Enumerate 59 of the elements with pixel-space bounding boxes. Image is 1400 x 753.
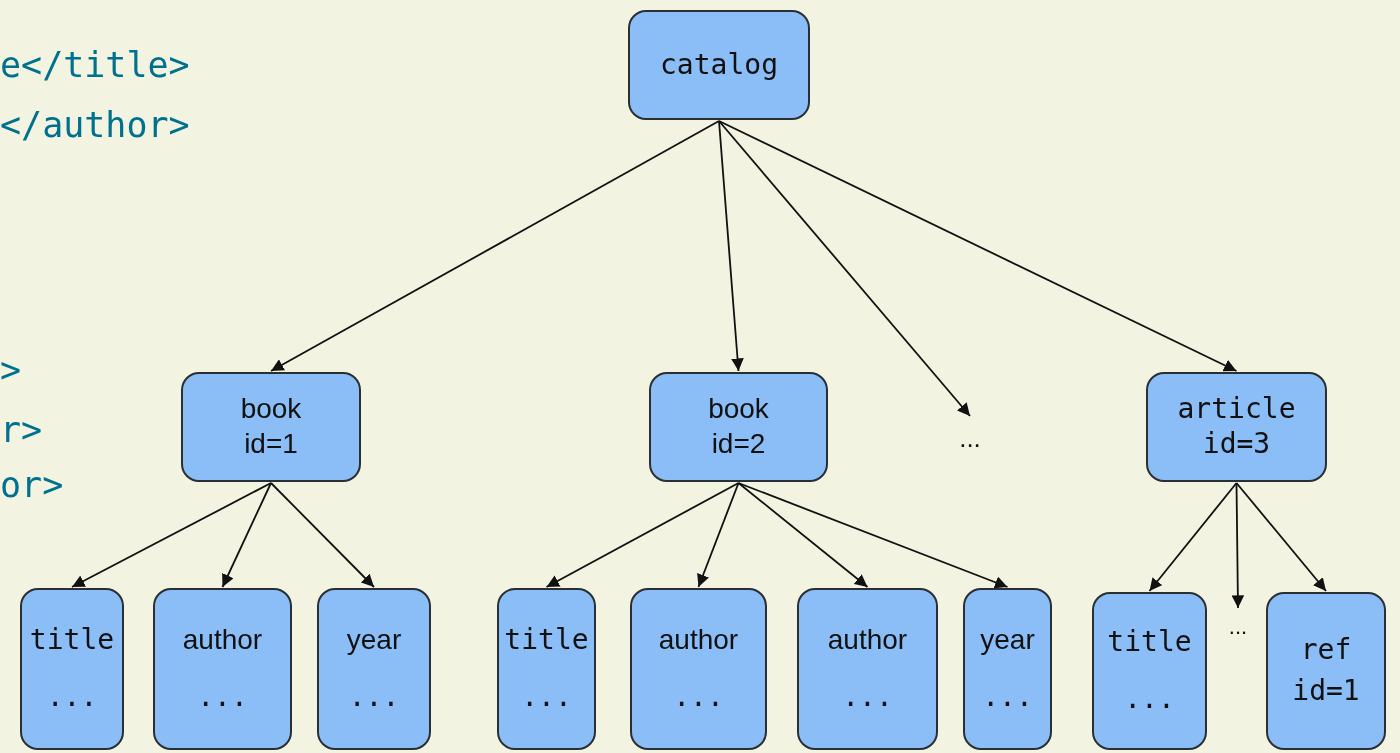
code-text: </author> <box>0 105 190 145</box>
element-box <box>630 588 767 750</box>
element-box <box>497 588 596 750</box>
element-box <box>797 588 938 750</box>
element-box <box>628 10 810 120</box>
node-text: ... <box>46 682 98 713</box>
node-text: title <box>504 625 589 656</box>
node-text: catalog <box>660 49 778 81</box>
arrow <box>1235 482 1327 592</box>
node-text: author <box>182 625 263 656</box>
node-text: id=1 <box>1292 676 1360 707</box>
arrow <box>71 482 272 588</box>
element-box <box>649 372 828 482</box>
node-text: title <box>29 625 115 656</box>
node-text: title <box>1107 627 1192 658</box>
node-text: ... <box>1124 684 1175 715</box>
node-text: ... <box>673 682 724 713</box>
arrow <box>718 120 1238 372</box>
node-text: year <box>346 625 402 656</box>
code-text: r> <box>0 410 43 450</box>
node-text: author <box>658 625 739 656</box>
element-box <box>1092 592 1207 750</box>
arrow <box>737 482 1009 589</box>
node-text: author <box>827 625 908 656</box>
node-text: year <box>980 625 1035 656</box>
node-text: ... <box>982 682 1033 713</box>
arrow <box>221 482 272 588</box>
node-text: article <box>1177 394 1296 425</box>
node-text: ... <box>348 682 400 713</box>
arrow <box>1231 482 1245 609</box>
node-text: book <box>708 394 769 425</box>
node-text: id=1 <box>244 429 298 460</box>
arrow <box>718 120 744 372</box>
arrow <box>718 120 971 417</box>
element-box <box>1146 372 1327 482</box>
ellipsis-text: ... <box>959 423 981 453</box>
element-box <box>1266 592 1386 750</box>
code-text: e</title> <box>0 45 190 85</box>
code-text: or> <box>0 465 64 505</box>
arrow <box>697 482 740 588</box>
arrow <box>1148 482 1238 592</box>
node-text: ... <box>521 682 572 713</box>
element-box <box>20 588 124 750</box>
arrow <box>737 482 869 588</box>
node-text: ref <box>1300 635 1352 666</box>
arrow <box>270 120 720 372</box>
element-box <box>317 588 431 750</box>
element-box <box>153 588 292 750</box>
arrow <box>270 482 375 588</box>
arrow <box>545 482 740 588</box>
code-text: > <box>0 350 22 390</box>
element-box <box>181 372 361 482</box>
ellipsis-text: ... <box>1228 614 1248 640</box>
node-text: id=2 <box>711 429 766 460</box>
node-text: id=3 <box>1202 429 1271 460</box>
node-text: ... <box>842 682 893 713</box>
element-box <box>963 588 1052 750</box>
node-text: ... <box>197 682 248 713</box>
node-text: book <box>240 394 302 425</box>
